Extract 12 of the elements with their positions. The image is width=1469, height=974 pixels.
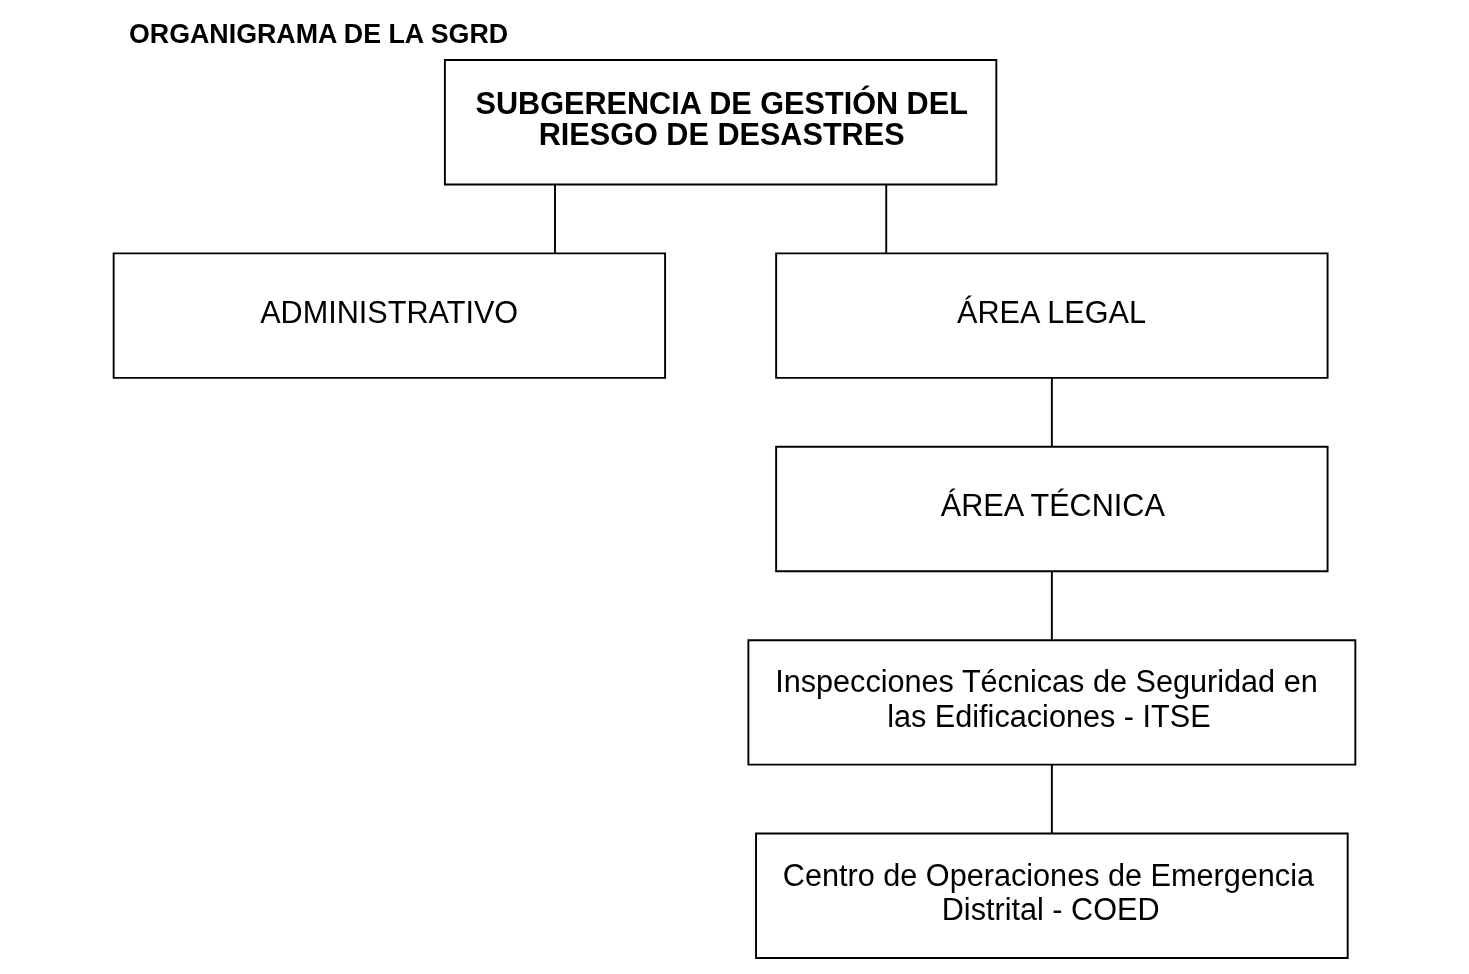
node-box: ÁREA LEGAL [775,252,1329,379]
node-box: Centro de Operaciones de Emergencia Distrital - COED [755,832,1349,959]
node-box: ÁREA TÉCNICA [775,445,1329,573]
node-box: ADMINISTRATIVO [112,252,667,379]
connector [554,183,556,254]
connector [1050,376,1053,448]
node-box: Inspecciones Técnicas de Seguridad en las Edificaciones - ITSE [747,639,1357,766]
connector [1050,763,1053,834]
node-box: SUBGERENCIA DE GESTIÓN DEL RIESGO DE DESASTRES [443,59,998,186]
connector [885,183,888,254]
diagram-title: ORGANIGRAMA DE LA SGRD [128,19,509,50]
connector [1050,570,1053,641]
